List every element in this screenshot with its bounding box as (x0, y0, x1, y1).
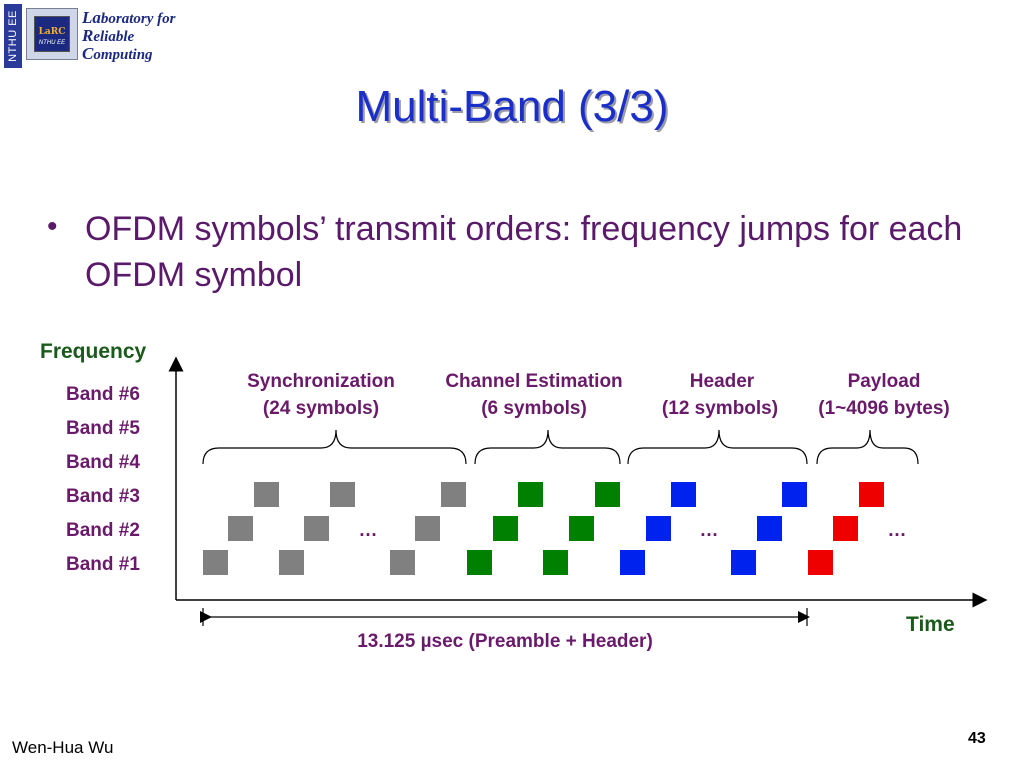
symbol-sync-band3-1 (254, 482, 279, 507)
bullet-text: OFDM symbols’ transmit orders: frequency… (85, 210, 963, 294)
symbol-sync-band2-3 (415, 516, 440, 541)
group-sub-synchronization: (24 symbols) (263, 398, 379, 419)
brace-payload (816, 429, 919, 465)
lab-name-line-1: Laboratory for (82, 8, 176, 27)
symbol-header-band1-1 (620, 550, 645, 575)
symbol-ce-band3-1 (518, 482, 543, 507)
ellipsis-sync: … (359, 520, 378, 541)
symbol-header-band3-2 (782, 482, 807, 507)
band-label-3: Band #3 (66, 486, 140, 507)
bullet-marker: • (47, 210, 58, 243)
symbol-header-band2-1 (646, 516, 671, 541)
symbol-ce-band1-1 (467, 550, 492, 575)
symbol-sync-band3-3 (441, 482, 466, 507)
time-axis-label: Time (906, 613, 955, 636)
group-label-payload: Payload (848, 371, 921, 392)
symbol-ce-band2-1 (493, 516, 518, 541)
brace-channel-estimation (474, 429, 621, 465)
group-label-synchronization: Synchronization (247, 371, 395, 392)
logo-sub: NTHU EE (38, 40, 66, 46)
brace-synchronization (202, 429, 467, 465)
lab-name-line-2: Reliable (82, 26, 135, 45)
symbol-header-band3-1 (671, 482, 696, 507)
band-label-2: Band #2 (66, 520, 140, 541)
symbol-payload-band3-1 (859, 482, 884, 507)
ellipsis-payload: … (888, 520, 907, 541)
group-sub-channel-estimation: (6 symbols) (481, 398, 587, 419)
group-sub-header: (12 symbols) (662, 398, 778, 419)
symbol-sync-band1-3 (390, 550, 415, 575)
symbol-header-band1-2 (731, 550, 756, 575)
symbol-header-band2-2 (757, 516, 782, 541)
lab-logo-chip: LaRC NTHU EE (26, 8, 78, 60)
group-label-channel-estimation: Channel Estimation (445, 371, 622, 392)
brace-header (627, 429, 808, 465)
footer-author: Wen-Hua Wu (12, 738, 114, 757)
page-number: 43 (968, 730, 986, 747)
frequency-axis-label: Frequency (40, 340, 147, 363)
band-label-5: Band #5 (66, 418, 140, 439)
symbol-ce-band3-2 (595, 482, 620, 507)
slide-title: Multi-Band (3/3) (355, 82, 669, 131)
lab-name-line-3: Computing (82, 44, 153, 63)
symbol-sync-band1-2 (279, 550, 304, 575)
symbol-ce-band2-2 (569, 516, 594, 541)
symbol-payload-band1-1 (808, 550, 833, 575)
band-label-4: Band #4 (66, 452, 140, 473)
symbol-payload-band2-1 (833, 516, 858, 541)
band-label-6: Band #6 (66, 384, 140, 405)
multiband-diagram: Frequency Time Band #6 Band #5 Band #4 B… (40, 340, 988, 652)
side-tag: NTHU EE (4, 4, 22, 68)
band-label-1: Band #1 (66, 554, 140, 575)
group-label-header: Header (690, 371, 755, 392)
logo-mark: LaRC (38, 27, 66, 37)
symbol-sync-band2-2 (304, 516, 329, 541)
duration-label: 13.125 µsec (Preamble + Header) (357, 631, 653, 652)
ellipsis-header: … (700, 520, 719, 541)
group-sub-payload: (1~4096 bytes) (818, 398, 950, 419)
symbol-sync-band2-1 (228, 516, 253, 541)
symbol-sync-band3-2 (330, 482, 355, 507)
symbol-sync-band1-1 (203, 550, 228, 575)
symbol-ce-band1-2 (543, 550, 568, 575)
